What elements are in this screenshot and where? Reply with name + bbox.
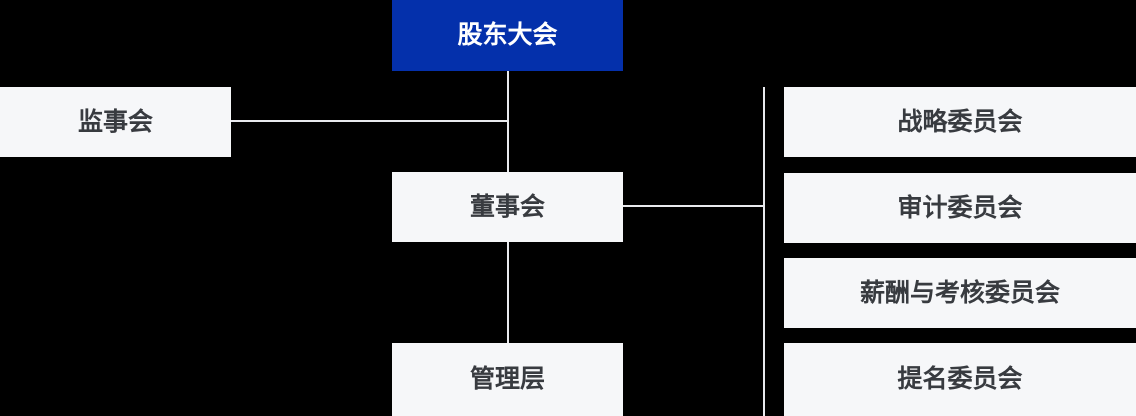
node-board-of-directors-label: 董事会 — [469, 192, 545, 221]
node-nomination-committee: 提名委员会 — [784, 343, 1136, 416]
connector-board-to-management — [507, 242, 509, 343]
connector-supervisors-branch — [231, 120, 509, 122]
node-compensation-assessment-committee-label: 薪酬与考核委员会 — [859, 278, 1060, 307]
node-board-of-directors: 董事会 — [392, 172, 623, 242]
node-audit-committee: 审计委员会 — [784, 173, 1136, 243]
node-shareholders-meeting: 股东大会 — [392, 0, 623, 71]
node-shareholders-meeting-label: 股东大会 — [457, 21, 558, 49]
node-management: 管理层 — [392, 343, 623, 416]
node-compensation-assessment-committee: 薪酬与考核委员会 — [784, 258, 1136, 328]
connector-committees-spine — [763, 87, 765, 416]
node-strategy-committee: 战略委员会 — [784, 87, 1136, 157]
node-management-label: 管理层 — [469, 365, 545, 393]
node-nomination-committee-label: 提名委员会 — [897, 365, 1023, 393]
node-strategy-committee-label: 战略委员会 — [897, 107, 1023, 136]
node-audit-committee-label: 审计委员会 — [897, 193, 1023, 222]
connector-board-to-committees — [623, 205, 765, 207]
node-board-of-supervisors-label: 监事会 — [77, 107, 153, 136]
node-board-of-supervisors: 监事会 — [0, 87, 231, 157]
